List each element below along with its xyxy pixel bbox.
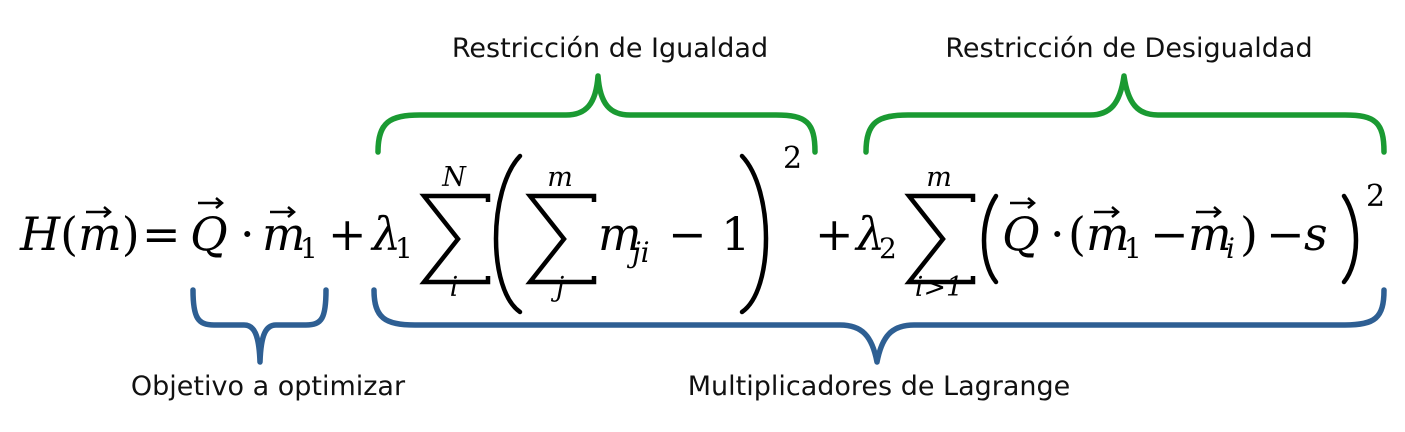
lambda-1: λ xyxy=(370,207,401,261)
sum1-upper: N xyxy=(441,162,467,193)
summation-icon xyxy=(904,193,976,285)
vector-arrow-icon xyxy=(86,206,112,218)
sum2-lower: i>1 xyxy=(915,272,963,303)
lambda-2: λ xyxy=(854,207,885,261)
vector-arrow-icon xyxy=(1094,206,1120,218)
lambda-1-sub: 1 xyxy=(395,232,413,265)
vector-arrow-icon xyxy=(1196,206,1222,218)
lagrangian-equation: H(m) = Q · m 1 + λ 1 N i m j m ji − 1 2 … xyxy=(19,141,1385,315)
lambda-2-sub: 2 xyxy=(879,232,897,265)
inequality-constraint-label: Restricción de Desigualdad xyxy=(945,33,1312,64)
svg-text:i: i xyxy=(1226,232,1235,265)
svg-text:(: ( xyxy=(1068,207,1086,261)
right-paren xyxy=(739,153,769,315)
inner-term-sub: ji xyxy=(626,236,650,269)
square-2: 2 xyxy=(1366,179,1385,214)
left-paren xyxy=(493,153,523,315)
m1-vector: m xyxy=(262,207,306,261)
svg-text:−: − xyxy=(1150,207,1189,261)
equality-constraint-brace xyxy=(375,73,818,155)
equals-sign: = xyxy=(142,207,181,261)
right-paren-2 xyxy=(1341,193,1359,285)
Q-vector: Q xyxy=(190,207,228,261)
vector-arrow-icon xyxy=(270,206,296,218)
svg-text:1: 1 xyxy=(1124,232,1142,265)
inequality-constraint-brace xyxy=(863,73,1387,155)
objective-brace xyxy=(190,287,329,365)
equality-constraint-label: Restricción de Igualdad xyxy=(452,33,768,64)
plus-sign-1: + xyxy=(328,207,367,261)
svg-text:s: s xyxy=(1304,207,1328,261)
inner-term: m xyxy=(598,207,642,261)
vector-arrow-icon xyxy=(198,197,224,209)
sum1-lower: i xyxy=(450,272,459,303)
sum2-upper: m xyxy=(926,162,952,193)
summation-icon xyxy=(525,193,597,285)
summation-icon xyxy=(419,193,491,285)
lagrange-multipliers-brace xyxy=(371,287,1387,365)
svg-text:1: 1 xyxy=(300,232,318,265)
plus-sign-2: + xyxy=(815,207,854,261)
inner-sum-upper: m xyxy=(547,162,573,193)
svg-text:): ) xyxy=(1240,207,1258,261)
svg-text:·: · xyxy=(240,207,255,261)
svg-text:H(m): H(m) xyxy=(19,207,140,261)
lhs-H: H xyxy=(19,207,61,261)
square-1: 2 xyxy=(783,141,802,176)
vector-arrow-icon xyxy=(1010,197,1036,209)
svg-text:−: − xyxy=(1266,207,1305,261)
svg-text:m: m xyxy=(1188,207,1232,261)
inner-sum-lower: j xyxy=(551,272,564,303)
minus-one: − 1 xyxy=(668,207,750,261)
svg-text:Q: Q xyxy=(1002,207,1040,261)
objective-label: Objetivo a optimizar xyxy=(131,371,406,402)
lagrange-multipliers-label: Multiplicadores de Lagrange xyxy=(688,371,1071,402)
left-paren-2 xyxy=(981,193,999,285)
svg-text:·: · xyxy=(1050,207,1065,261)
svg-text:m: m xyxy=(1086,207,1130,261)
